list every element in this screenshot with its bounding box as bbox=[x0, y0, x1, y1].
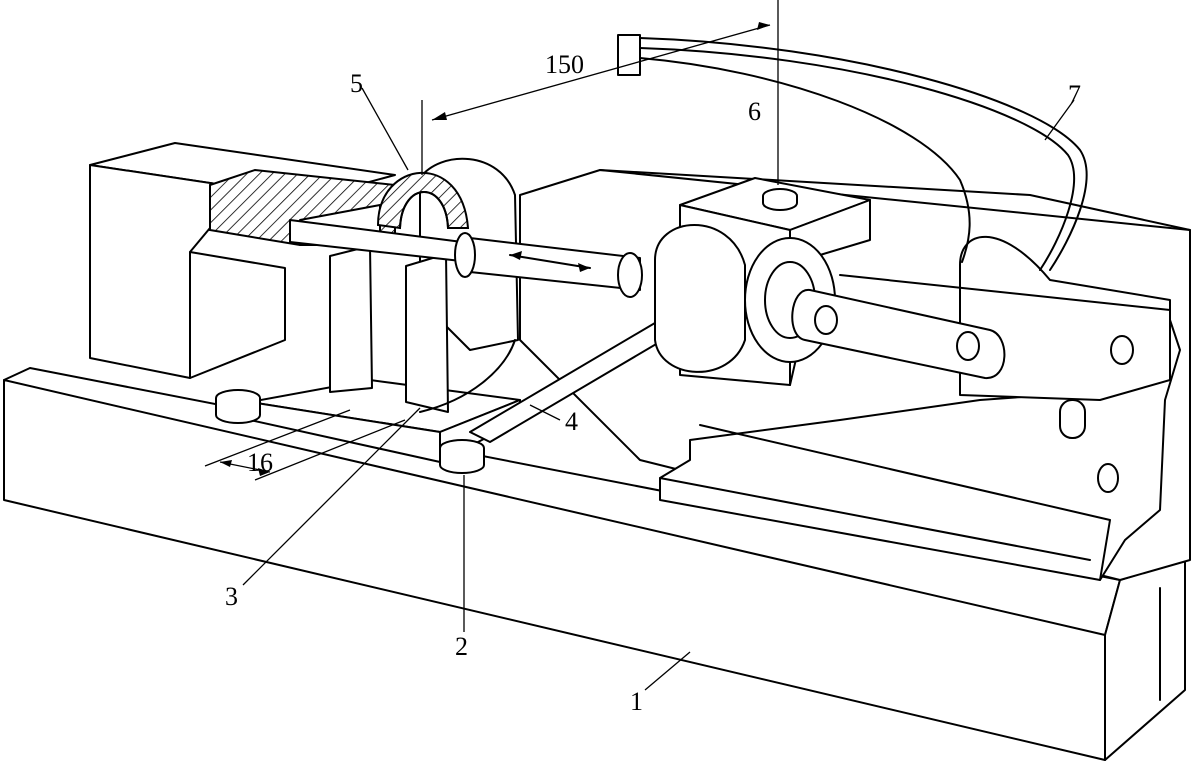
label-part-2: 2 bbox=[455, 632, 468, 661]
base-plate bbox=[3, 367, 1186, 761]
leader-lines bbox=[242, 87, 1075, 691]
label-dimension-16: 16 bbox=[247, 448, 273, 477]
label-dimension-150: 150 bbox=[545, 50, 584, 79]
shaft bbox=[289, 219, 643, 298]
label-part-7: 7 bbox=[1068, 80, 1081, 109]
label-part-4: 4 bbox=[565, 407, 578, 436]
spring-arm-7 bbox=[617, 34, 1088, 271]
label-part-6: 6 bbox=[748, 97, 761, 126]
label-part-1: 1 bbox=[630, 687, 643, 716]
label-part-3: 3 bbox=[225, 582, 238, 611]
label-part-5: 5 bbox=[350, 69, 363, 98]
part-labels: 1 2 3 4 5 6 7 150 16 bbox=[225, 50, 1081, 716]
link-plate bbox=[791, 288, 1134, 380]
dimension-150 bbox=[421, 0, 779, 185]
sliding-housing bbox=[654, 177, 871, 386]
locating-pins-2 bbox=[215, 389, 485, 474]
dimension-16 bbox=[204, 409, 406, 481]
